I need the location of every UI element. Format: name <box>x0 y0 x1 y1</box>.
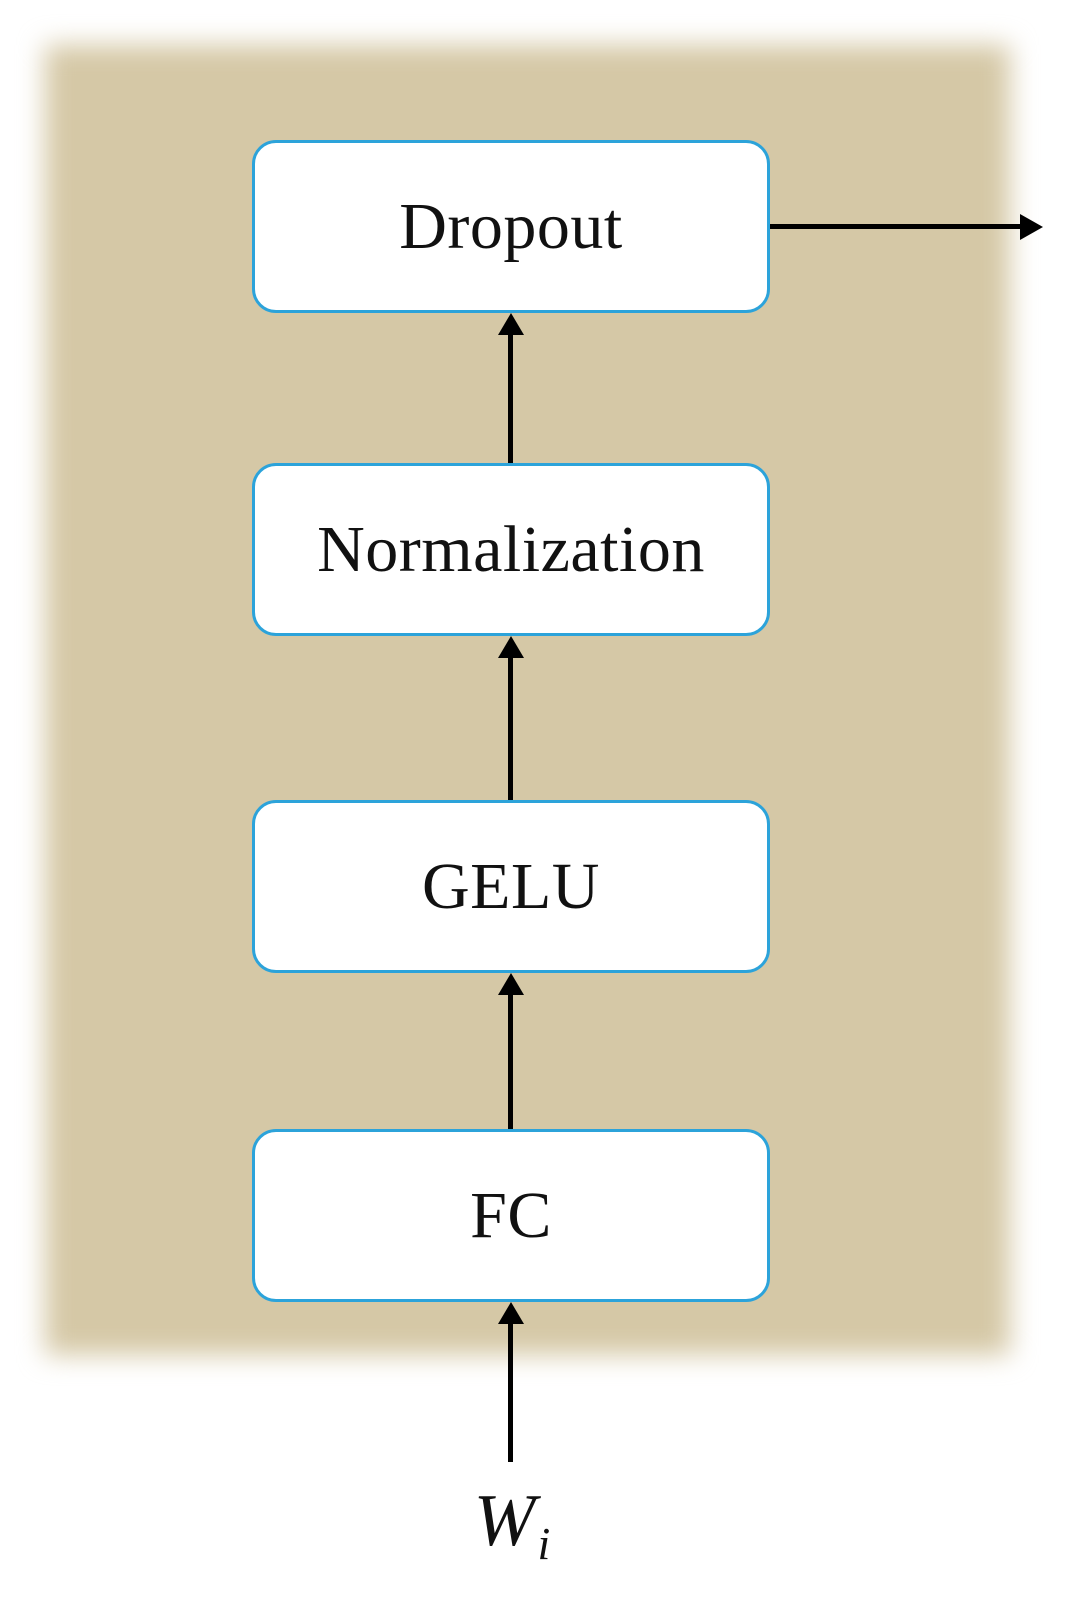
block-normalization-label: Normalization <box>317 512 705 586</box>
block-fc-label: FC <box>470 1178 552 1252</box>
arrow-gelu-to-normalization <box>498 636 524 800</box>
block-gelu: GELU <box>252 800 770 973</box>
block-dropout-label: Dropout <box>399 189 623 263</box>
arrow-input-to-fc <box>498 1302 524 1462</box>
arrow-line <box>508 1320 513 1462</box>
block-normalization: Normalization <box>252 463 770 636</box>
input-label-base: W <box>473 1480 536 1562</box>
arrow-up-head-icon <box>498 636 524 658</box>
block-dropout: Dropout <box>252 140 770 313</box>
arrow-up-head-icon <box>498 313 524 335</box>
arrow-right-head-icon <box>1020 214 1043 240</box>
input-label-wi: Wi <box>252 1484 770 1567</box>
arrow-up-head-icon <box>498 1302 524 1324</box>
arrow-up-head-icon <box>498 973 524 995</box>
arrow-line <box>508 654 513 800</box>
input-label-subscript: i <box>537 1518 551 1569</box>
arrow-fc-to-gelu <box>498 973 524 1129</box>
arrow-line <box>770 224 1022 229</box>
arrow-normalization-to-dropout <box>498 313 524 463</box>
arrow-dropout-to-output <box>770 214 1043 240</box>
block-gelu-label: GELU <box>422 849 600 923</box>
arrow-line <box>508 331 513 463</box>
arrow-line <box>508 991 513 1129</box>
block-fc: FC <box>252 1129 770 1302</box>
